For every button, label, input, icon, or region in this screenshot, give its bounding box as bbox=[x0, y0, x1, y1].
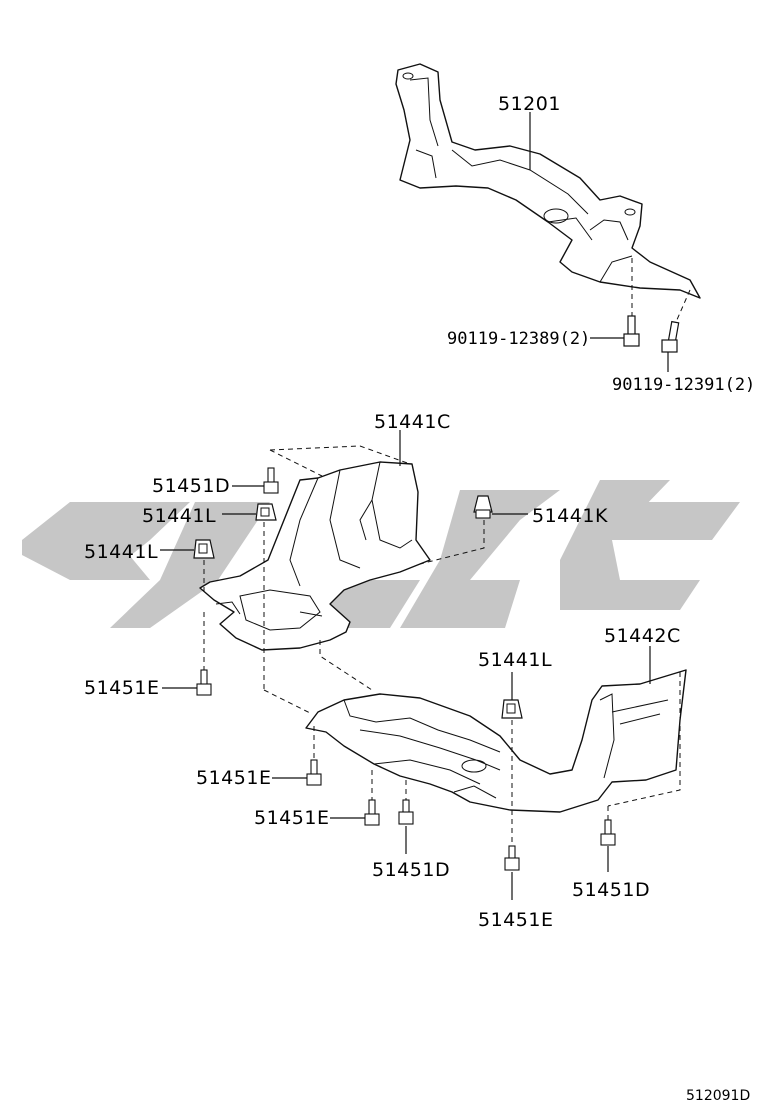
label-90119-12391: 90119-12391(2) bbox=[612, 375, 755, 395]
label-51451D-top: 51451D bbox=[152, 475, 230, 497]
label-51451E-bottom: 51451E bbox=[478, 909, 553, 931]
bolt-90119-12389-icon bbox=[623, 315, 640, 347]
clip-51441K-icon bbox=[473, 495, 493, 519]
clip-51441L-left-icon bbox=[193, 539, 215, 559]
under-cover-51441C bbox=[199, 461, 431, 651]
clip-51441L-mid-icon bbox=[501, 699, 523, 719]
bolt-51451D-right-icon bbox=[600, 819, 616, 846]
bolt-51451E-mid1-icon bbox=[306, 759, 322, 786]
label-51451D-right: 51451D bbox=[572, 879, 650, 901]
diagram-code: 512091D bbox=[686, 1088, 750, 1104]
label-51442C: 51442C bbox=[604, 625, 681, 647]
under-cover-51442C bbox=[305, 669, 687, 813]
bolt-51451D-mid-icon bbox=[398, 799, 414, 825]
clip-51441L-top-icon bbox=[255, 503, 277, 521]
label-51451E-mid1: 51451E bbox=[196, 767, 271, 789]
label-51451D-mid: 51451D bbox=[372, 859, 450, 881]
label-51201: 51201 bbox=[498, 93, 561, 115]
crossmember-51201 bbox=[395, 63, 701, 299]
label-51441L-left: 51441L bbox=[84, 541, 158, 563]
bolt-90119-12391-icon bbox=[661, 320, 680, 353]
bolt-51451E-mid2-icon bbox=[364, 799, 380, 826]
label-51441L-mid: 51441L bbox=[478, 649, 552, 671]
label-51451E-left: 51451E bbox=[84, 677, 159, 699]
label-51441C: 51441C bbox=[374, 411, 451, 433]
label-51451E-mid2: 51451E bbox=[254, 807, 329, 829]
bolt-51451E-bottom-icon bbox=[504, 845, 520, 871]
label-51441L-top: 51441L bbox=[142, 505, 216, 527]
bolt-51451D-top-icon bbox=[263, 467, 279, 494]
bolt-51451E-left-icon bbox=[196, 669, 212, 696]
label-90119-12389: 90119-12389(2) bbox=[447, 329, 590, 349]
label-51441K: 51441K bbox=[532, 505, 608, 527]
